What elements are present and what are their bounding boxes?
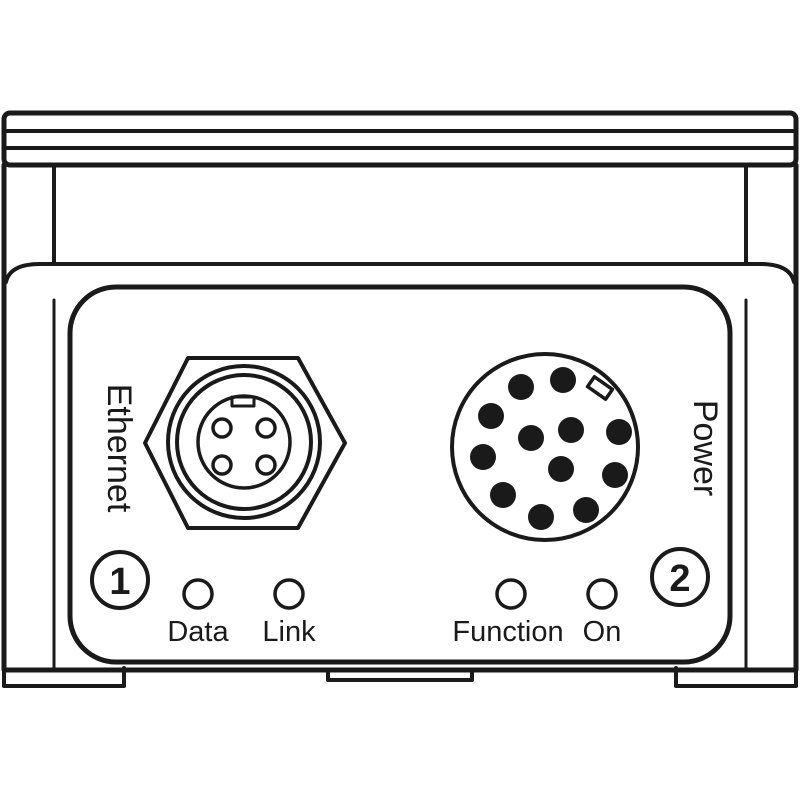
ethernet-number-badge [90,550,150,610]
link-led-label: Link [262,616,316,648]
data-led [182,578,214,610]
ethernet-label: Ethernet [100,384,138,513]
function-led [495,578,527,610]
housing-feet [2,666,798,688]
power-label: Power [686,400,724,496]
power-number: 2 [669,558,690,600]
front-panel [67,284,733,665]
on-led [586,578,618,610]
link-led [273,578,305,610]
ethernet-connector-icon [143,356,347,530]
ethernet-number: 1 [109,561,130,603]
data-led-label: Data [167,616,229,648]
housing-lid [1,110,799,168]
power-connector-icon [450,352,640,542]
on-led-label: On [583,616,622,648]
housing-body [1,162,799,673]
function-led-label: Function [452,616,563,648]
power-number-badge [650,547,710,607]
